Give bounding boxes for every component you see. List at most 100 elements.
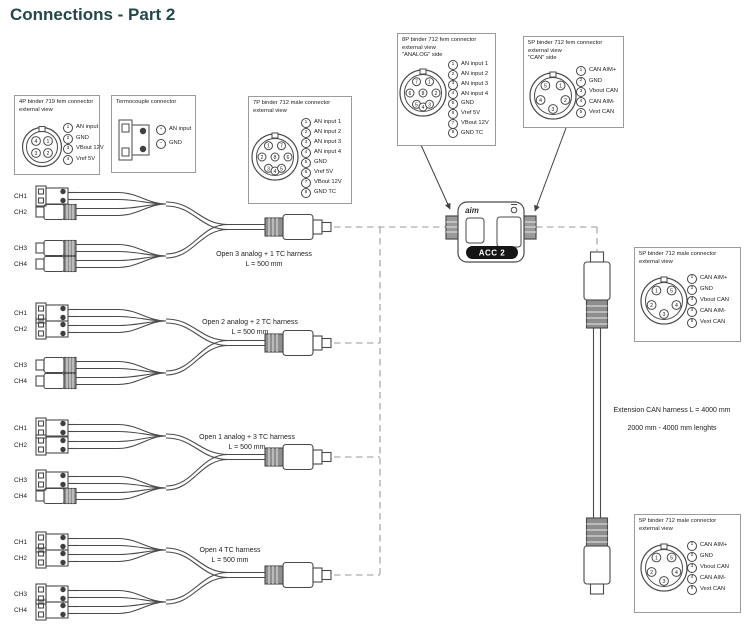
connector-box-thermocouple: Termocouple connector + AN input − GND	[111, 95, 196, 173]
pin-number-badge: 2	[63, 133, 73, 144]
box-title: 7P binder 712 male connector external vi…	[253, 100, 330, 115]
pin-label: GND	[700, 285, 713, 292]
svg-text:2: 2	[261, 155, 264, 161]
box-title-line: "CAN" side	[528, 55, 557, 62]
pin-label: Vref 5V	[76, 155, 96, 162]
pin-label: Vbout CAN	[589, 88, 618, 95]
ch-label: CH3	[14, 591, 27, 598]
thermocouple-drawing	[118, 119, 150, 161]
pin-number-badge: 7	[448, 118, 458, 129]
harness-labels: Open 3 analog + 1 TC harness L = 500 mm …	[199, 251, 312, 564]
box-title-line: external view	[528, 47, 562, 54]
ch-label: CH1	[14, 193, 27, 200]
pin-number-badge: 8	[301, 188, 311, 198]
harness-length: L = 500 mm	[246, 261, 283, 268]
svg-text:3: 3	[267, 166, 270, 172]
pin-number-badge: 1	[687, 540, 697, 551]
acc2-device: aim ACC 2	[445, 201, 537, 263]
pin-number-badge: 3	[687, 562, 697, 573]
box-title-line: external view	[253, 107, 287, 114]
pin-legend-row: 3 Vbout CAN	[687, 295, 729, 306]
box-title-line: "ANALOG" side	[402, 52, 443, 59]
box-title: 8P binder 712 fem connector external vie…	[402, 37, 476, 60]
pin-number-badge: 7	[301, 178, 311, 188]
pin-legend-row: 2 AN input 2	[301, 128, 342, 138]
box-title-line: 7P binder 712 male connector	[253, 100, 331, 106]
box-title-line: Termocouple connector	[116, 99, 177, 105]
connector-box-8p-binder-fem-analog: 8P binder 712 fem connector external vie…	[397, 33, 496, 146]
svg-text:6: 6	[409, 91, 412, 97]
pin-legend: + AN input − GND	[156, 123, 191, 151]
ch-label: CH4	[14, 261, 27, 268]
pin-number-badge: 1	[301, 118, 311, 128]
pin-legend-row: 1 AN input 1	[448, 59, 489, 70]
acc2-label: ACC 2	[479, 249, 506, 258]
svg-text:4: 4	[422, 105, 425, 111]
pin-legend-row: 5 Vext CAN	[687, 584, 729, 595]
aim-logo: aim	[465, 206, 479, 215]
svg-text:4: 4	[675, 303, 678, 309]
pin-label: CAN AIM-	[700, 574, 726, 581]
pin-legend-row: 1 CAN AIM+	[576, 66, 618, 77]
pin-legend-row: 4 Vref 5V	[63, 154, 104, 166]
pin-label: AN input 2	[314, 129, 342, 136]
pin-legend-row: 1 CAN AIM+	[687, 273, 729, 284]
pin-number-badge: 3	[301, 138, 311, 148]
pin-number-badge: 3	[576, 86, 586, 97]
connector-box-5p-binder-male-top: 5P binder 712 male connector external vi…	[634, 247, 741, 342]
svg-text:5: 5	[670, 289, 673, 295]
pin-number-badge: 1	[576, 66, 586, 77]
box-title-line: 8P binder 712 fem connector	[402, 37, 477, 43]
pin-legend-row: 4 CAN AIM-	[687, 573, 729, 584]
can-side-arrow	[534, 127, 567, 212]
pin-label: AN input 1	[314, 119, 342, 126]
pin-number-badge: 4	[448, 89, 458, 100]
pin-number-badge: 5	[687, 317, 697, 328]
svg-text:4: 4	[539, 98, 542, 104]
pin-label: GND	[314, 159, 327, 166]
connector-box-4p-binder-fem: 4P binder 719 fem connector external vie…	[14, 95, 104, 175]
pin-legend-row: 2 AN input 2	[448, 69, 489, 80]
pin-label: GND	[700, 552, 713, 559]
pin-label: AN input 3	[461, 80, 489, 87]
pin-legend-row: − GND	[156, 137, 191, 151]
svg-text:6: 6	[287, 155, 290, 161]
pin-number-badge: 2	[687, 551, 697, 562]
box-title-line: external view	[402, 44, 436, 51]
ch-label: CH2	[14, 442, 27, 449]
box-title-line: 5P binder 712 fem connector	[528, 40, 603, 46]
ch-label: CH1	[14, 425, 27, 432]
pin-legend-row: 5 GND	[448, 99, 489, 110]
svg-text:2: 2	[564, 98, 567, 104]
harness-4	[35, 531, 332, 621]
pin-number-badge: 2	[687, 284, 697, 295]
svg-text:1: 1	[655, 556, 658, 562]
pin-legend-row: 7 VBout 12V	[301, 178, 342, 188]
svg-text:4: 4	[35, 139, 38, 145]
ch-label: CH1	[14, 310, 27, 317]
pin-legend-row: 3 Vbout CAN	[576, 86, 618, 97]
pin-legend-row: 2 GND	[576, 76, 618, 87]
pin-label: GND TC	[314, 189, 337, 196]
svg-text:3: 3	[663, 579, 666, 585]
connector-face-7p: 1 7 2 8 6 3 4 5	[251, 132, 299, 181]
extension-can-harness	[583, 251, 611, 595]
pin-label: Vext CAN	[700, 585, 726, 592]
box-title-line: external view	[19, 106, 53, 113]
svg-text:3: 3	[428, 102, 431, 108]
connector-box-5p-binder-fem-can: 5P binder 712 fem connector external vie…	[523, 36, 624, 128]
svg-text:5: 5	[280, 166, 283, 172]
pin-legend-row: 6 Vref 5V	[301, 168, 342, 178]
svg-text:2: 2	[650, 570, 653, 576]
pin-legend-row: 8 GND TC	[448, 128, 489, 139]
harness-length: L = 500 mm	[212, 557, 249, 564]
connector-face-5p-male: 1 5 2 4 3	[640, 276, 688, 325]
pin-label: CAN AIM-	[700, 307, 726, 314]
pin-legend-row: + AN input	[156, 123, 191, 137]
pin-label: CAN AIM-	[589, 98, 615, 105]
harness-label: Open 2 analog + 2 TC harness	[202, 319, 298, 326]
svg-text:5: 5	[415, 102, 418, 108]
pin-number-badge: 5	[576, 107, 586, 118]
box-title-line: external view	[639, 525, 673, 532]
harness-2	[35, 302, 332, 390]
